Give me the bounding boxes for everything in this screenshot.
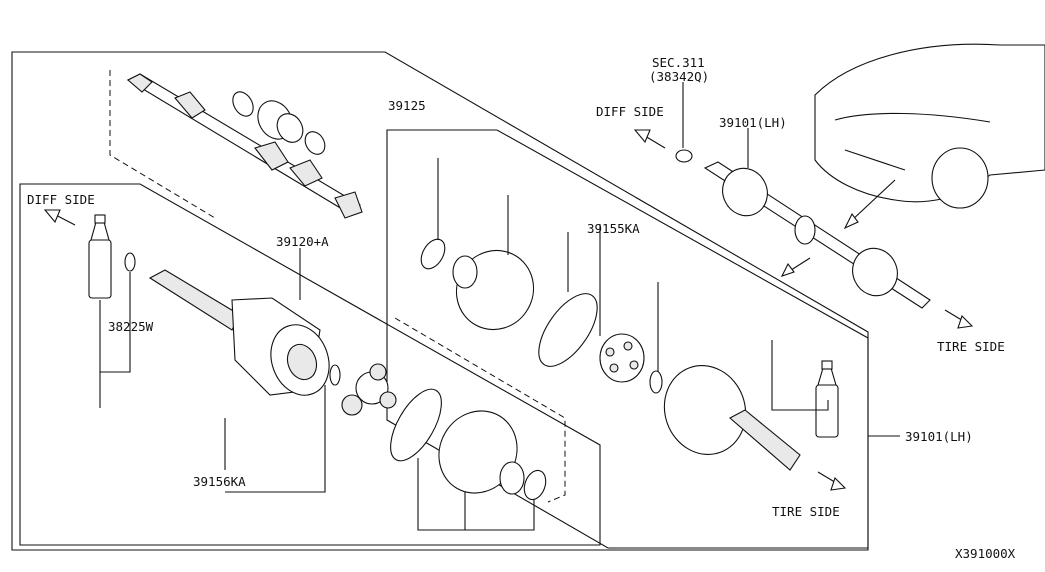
part-39101lh-top-label: 39101(LH) [719, 115, 787, 130]
arrow-pointer-car [780, 179, 896, 277]
dashed-guides [109, 70, 566, 503]
sec-part-label: (38342Q) [649, 69, 709, 84]
part-39101lh-right-label: 39101(LH) [905, 429, 973, 444]
drive-shaft-assembly-lh [703, 161, 931, 309]
top-shaft-assembly [126, 73, 363, 219]
arrow-diff-side-left [43, 209, 76, 226]
part-39120a-label: 39120+A [276, 234, 329, 249]
snap-ring-left [124, 252, 136, 272]
outer-joint-panel-frame [386, 129, 869, 549]
outer-joint-housing [663, 365, 801, 471]
tire-side-bottom-label: TIRE SIDE [772, 504, 840, 519]
tire-side-right-label: TIRE SIDE [937, 339, 1005, 354]
inner-boot [438, 410, 525, 495]
diagram-code-label: X391000X [955, 546, 1016, 561]
diff-side-left-label: DIFF SIDE [27, 192, 95, 207]
seal-38342q [675, 149, 693, 163]
arrow-diff-side-top [633, 129, 666, 149]
grease-tube-left [88, 214, 112, 299]
grease-tube-right [815, 360, 839, 438]
arrow-tire-side-bottom [817, 471, 847, 491]
inner-joint-panel-frame [19, 183, 601, 546]
inner-boot-band-large [390, 388, 442, 462]
inner-snap-ring [329, 364, 341, 386]
inner-boot-band-small [523, 469, 547, 501]
outer-joint-cage [599, 333, 645, 383]
outer-boot [452, 249, 535, 331]
sec-ref-label: SEC.311 [652, 55, 705, 70]
outer-boot-band-small [420, 238, 446, 270]
inner-joint-housing [148, 269, 330, 396]
outer-snap-ring [649, 370, 663, 394]
part-39156ka-label: 39156KA [193, 474, 246, 489]
outer-boot-band-large [538, 293, 598, 367]
part-38225w-label: 38225W [108, 319, 154, 334]
vehicle-sketch [814, 43, 1045, 209]
arrow-tire-side-right [944, 309, 974, 329]
part-39155ka-label: 39155KA [587, 221, 640, 236]
tripod-spider [341, 363, 397, 416]
part-39125-label: 39125 [388, 98, 426, 113]
diff-side-top-label: DIFF SIDE [596, 104, 664, 119]
leader-lines [99, 82, 900, 531]
